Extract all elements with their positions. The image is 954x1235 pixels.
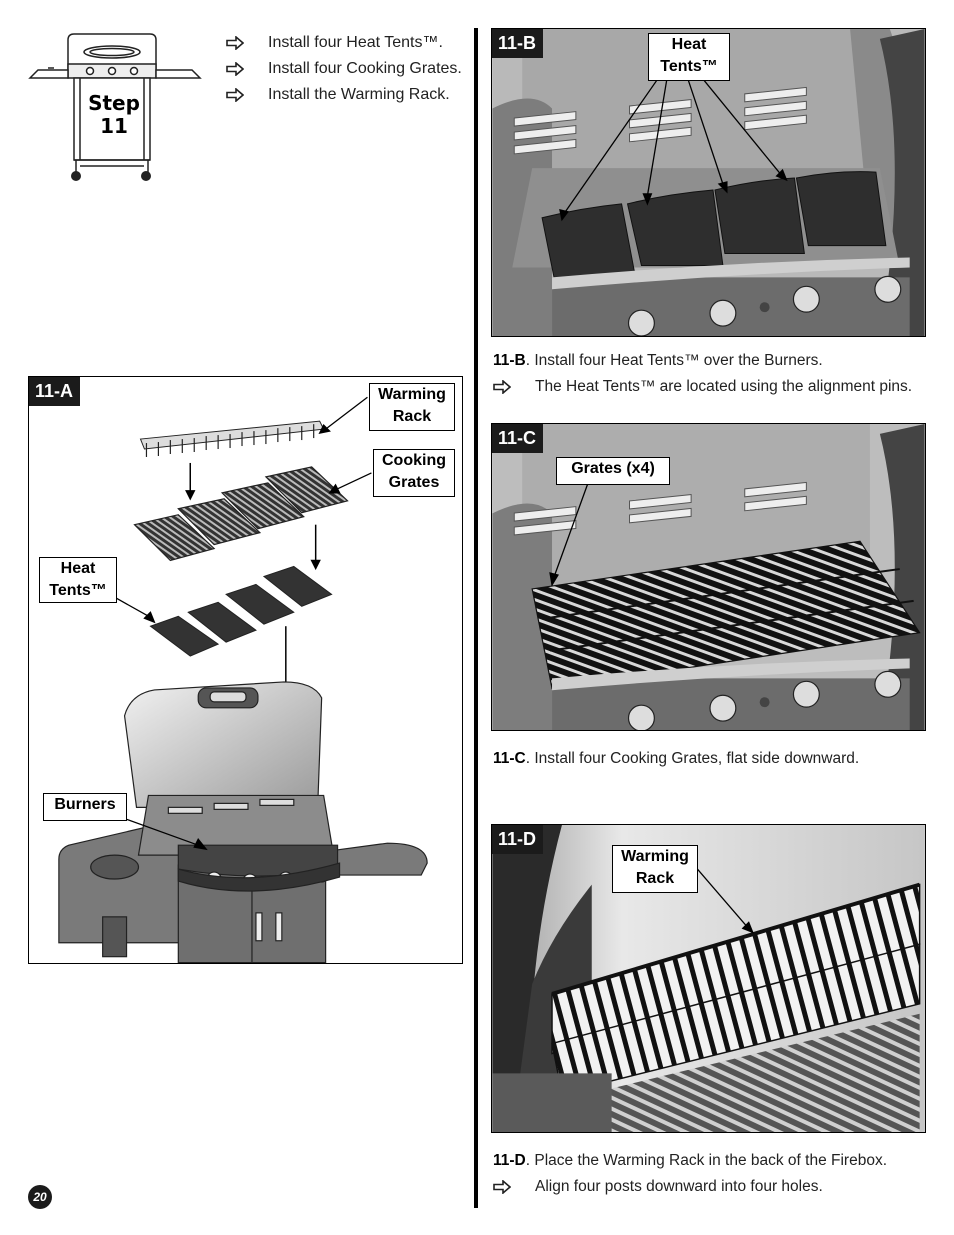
bullet-text: Install four Heat Tents™. xyxy=(268,34,443,51)
callout-warming-rack: Warming Rack xyxy=(612,845,698,893)
callout-line: Heat xyxy=(671,36,707,53)
bullet-text: Install four Cooking Grates. xyxy=(268,60,462,77)
panel-11b-heat-tents: 11-B Heat Tent xyxy=(491,28,926,337)
panel-tag: 11-A xyxy=(29,377,81,406)
warming-rack-part xyxy=(139,420,325,457)
cooking-grates-part xyxy=(133,466,349,562)
callout-heat-tents: Heat Tents™ xyxy=(39,557,117,603)
panel-11d-warming-rack: 11-D Warming Rack xyxy=(491,824,926,1133)
callout-line: Rack xyxy=(392,408,432,425)
arrow-right-outline-icon xyxy=(226,62,244,76)
step-label-word: Step xyxy=(88,91,140,115)
note-11b: The Heat Tents™ are located using the al… xyxy=(493,374,912,400)
panel-tag: 11-B xyxy=(492,29,544,58)
caption-11d: 11-D. Place the Warming Rack in the back… xyxy=(493,1152,887,1170)
bullet-item: Install four Heat Tents™. xyxy=(226,30,462,56)
callout-line: Tents™ xyxy=(49,582,107,599)
callout-line: Grates xyxy=(388,474,440,491)
grill-thumbnail-graphic xyxy=(28,33,202,181)
caption-text: . Install four Cooking Grates, flat side… xyxy=(525,750,860,767)
heat-tents-part xyxy=(149,565,333,657)
callout-cooking-grates: Cooking Grates xyxy=(373,449,455,497)
callout-line: Rack xyxy=(635,870,675,887)
panel-11a-exploded-view: 11-A xyxy=(28,376,463,964)
bullet-item: Install four Cooking Grates. xyxy=(226,56,462,82)
callout-line: Warming xyxy=(378,386,446,403)
grill-body-part xyxy=(58,681,428,963)
panel-11c-cooking-grates: 11-C Grates (x4) xyxy=(491,423,926,731)
caption-text: . Place the Warming Rack in the back of … xyxy=(525,1152,888,1169)
callout-warming-rack: Warming Rack xyxy=(369,383,455,431)
caption-11c: 11-C. Install four Cooking Grates, flat … xyxy=(493,750,859,768)
arrow-right-outline-icon xyxy=(226,88,244,102)
callout-line: Cooking xyxy=(382,452,446,469)
step-label-number: 11 xyxy=(100,114,128,138)
arrow-right-outline-icon xyxy=(493,380,511,394)
step-label: Step 11 xyxy=(78,92,150,138)
note-11d: Align four posts downward into four hole… xyxy=(493,1174,823,1200)
arrow-right-outline-icon xyxy=(493,1180,511,1194)
panel-tag: 11-D xyxy=(492,825,544,854)
caption-text: . Install four Heat Tents™ over the Burn… xyxy=(525,352,823,369)
callout-line: Heat xyxy=(60,560,96,577)
panel-tag: 11-C xyxy=(492,424,544,453)
warming-rack-installed-illustration xyxy=(492,825,925,1132)
callout-line: Warming xyxy=(621,848,689,865)
callout-grates: Grates (x4) xyxy=(556,457,670,485)
arrow-right-outline-icon xyxy=(226,36,244,50)
caption-step-id: 11-C xyxy=(493,750,526,767)
exploded-assembly-illustration xyxy=(58,396,428,963)
caption-step-id: 11-D xyxy=(493,1152,526,1169)
note-text: The Heat Tents™ are located using the al… xyxy=(535,378,913,395)
note-text: Align four posts downward into four hole… xyxy=(535,1178,823,1195)
caption-11b: 11-B. Install four Heat Tents™ over the … xyxy=(493,352,823,370)
page-number: 20 xyxy=(28,1185,52,1209)
bullet-text: Install the Warming Rack. xyxy=(268,86,450,103)
column-divider xyxy=(474,28,478,1208)
bullet-item: Install the Warming Rack. xyxy=(226,82,462,108)
callout-heat-tents: Heat Tents™ xyxy=(648,33,730,81)
caption-step-id: 11-B xyxy=(493,352,526,369)
callout-line: Tents™ xyxy=(660,58,718,75)
step-bullet-list: Install four Heat Tents™. Install four C… xyxy=(226,30,462,108)
callout-burners: Burners xyxy=(43,793,127,821)
